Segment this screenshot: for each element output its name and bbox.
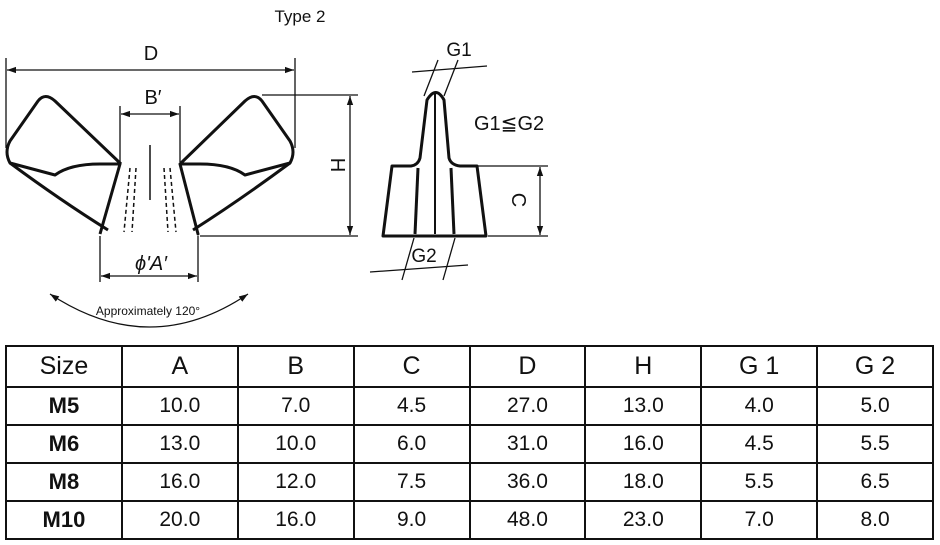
size-cell: M5 <box>5 386 123 426</box>
size-cell: M10 <box>5 500 123 540</box>
side-view <box>381 91 488 238</box>
wing-left <box>9 161 109 232</box>
dim-G2-label: G2 <box>411 246 436 267</box>
dim-H-label: H <box>326 158 348 172</box>
table-cell: 4.0 <box>700 386 819 426</box>
table-row: M8 16.0 12.0 7.5 36.0 18.0 5.5 6.5 <box>5 462 934 502</box>
dim-G1 <box>411 59 488 97</box>
table-cell: 7.0 <box>236 386 355 426</box>
column-header: Size <box>5 345 123 388</box>
table-cell: 31.0 <box>468 424 587 464</box>
dim-B <box>119 106 181 162</box>
table-header-row: Size A B C D H G 1 G 2 <box>5 345 934 388</box>
wing-nut-drawing: Type 2 D B′ H ϕ'A′ Approximat <box>5 7 548 328</box>
table-cell: 48.0 <box>468 500 587 540</box>
side-view-outline <box>381 91 488 238</box>
table-cell: 9.0 <box>352 500 471 540</box>
front-view <box>5 95 295 236</box>
table-cell: 4.5 <box>352 386 471 426</box>
dim-A <box>99 236 199 282</box>
table-cell: 20.0 <box>120 500 239 540</box>
dim-C <box>478 165 548 237</box>
table-cell: 8.0 <box>816 500 934 540</box>
table-cell: 6.0 <box>352 424 471 464</box>
table-row: M5 10.0 7.0 4.5 27.0 13.0 4.0 5.0 <box>5 386 934 426</box>
column-header: C <box>352 345 471 388</box>
relation-label: G1≦G2 <box>474 113 544 135</box>
table-cell: 16.0 <box>584 424 703 464</box>
dimensions-table: Size A B C D H G 1 G 2 M5 10.0 7.0 4.5 2… <box>5 345 934 540</box>
dim-C-label: C <box>507 193 529 207</box>
angle-note: Approximately 120° <box>96 304 200 318</box>
table-cell: 13.0 <box>120 424 239 464</box>
column-header: G 1 <box>700 345 819 388</box>
table-cell: 12.0 <box>236 462 355 502</box>
table-cell: 10.0 <box>236 424 355 464</box>
table-cell: 36.0 <box>468 462 587 502</box>
table-cell: 5.5 <box>816 424 934 464</box>
table-cell: 7.5 <box>352 462 471 502</box>
table-cell: 27.0 <box>468 386 587 426</box>
side-inner-right <box>449 167 456 235</box>
column-header: H <box>584 345 703 388</box>
column-header: G 2 <box>816 345 934 388</box>
table-cell: 18.0 <box>584 462 703 502</box>
size-cell: M6 <box>5 424 123 464</box>
drawing-title: Type 2 <box>274 7 325 26</box>
table-cell: 16.0 <box>120 462 239 502</box>
table-cell: 16.0 <box>236 500 355 540</box>
table-cell: 5.5 <box>700 462 819 502</box>
front-view-outline <box>5 95 295 236</box>
dim-G1-label: G1 <box>446 40 471 61</box>
table-cell: 13.0 <box>584 386 703 426</box>
thread-hidden-lines <box>123 167 177 233</box>
table-cell: 6.5 <box>816 462 934 502</box>
column-header: D <box>468 345 587 388</box>
dim-A-label: ϕ'A′ <box>135 253 168 275</box>
dim-D <box>5 58 296 148</box>
dim-B-label: B′ <box>144 87 161 109</box>
table-cell: 7.0 <box>700 500 819 540</box>
table-cell: 4.5 <box>700 424 819 464</box>
table-row: M6 13.0 10.0 6.0 31.0 16.0 4.5 5.5 <box>5 424 934 464</box>
angle-arc <box>49 293 249 328</box>
size-cell: M8 <box>5 462 123 502</box>
column-header: B <box>236 345 355 388</box>
table-cell: 23.0 <box>584 500 703 540</box>
column-header: A <box>120 345 239 388</box>
side-inner-left <box>413 167 420 235</box>
dim-H <box>200 94 358 237</box>
table-cell: 5.0 <box>816 386 934 426</box>
table-row: M10 20.0 16.0 9.0 48.0 23.0 7.0 8.0 <box>5 500 934 540</box>
dim-G2 <box>369 237 469 281</box>
dim-D-label: D <box>144 43 158 65</box>
wing-right <box>192 161 291 232</box>
table-cell: 10.0 <box>120 386 239 426</box>
